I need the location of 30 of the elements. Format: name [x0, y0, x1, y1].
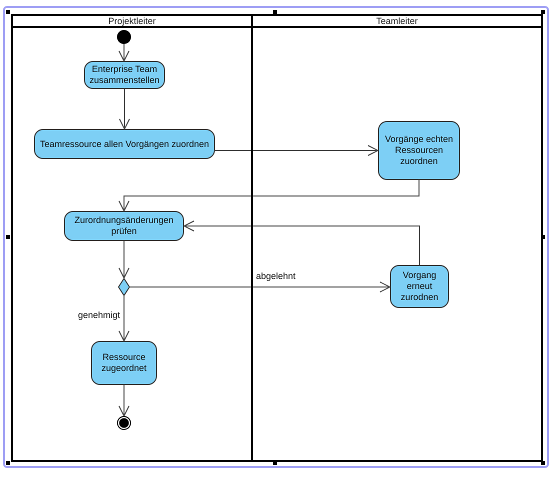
swimlane [11, 14, 253, 462]
arrow [118, 180, 420, 212]
arrow [118, 240, 130, 278]
action-label: Ressource zugeordnet [100, 352, 148, 374]
arrow [130, 282, 390, 292]
action-box [390, 265, 449, 308]
edge-label: abgelehnt [255, 271, 297, 282]
swimlane [253, 14, 543, 462]
lane-title: Teamleiter [376, 16, 418, 26]
arrow [118, 44, 130, 62]
action-box [64, 211, 184, 241]
arrow [118, 384, 130, 416]
edge-label: genehmigt [77, 310, 122, 321]
end-node-icon [117, 416, 131, 430]
arrow [119, 88, 130, 130]
action-label: Teamressource allen Vorgängen zuordnen [40, 138, 210, 150]
arrow [214, 145, 378, 156]
action-label: Vorgänge echten Ressourcen zuordnen [384, 134, 454, 167]
action-box [91, 341, 157, 385]
action-label: Vorgang erneut zurodnen [400, 270, 440, 303]
lane-title: Projektleiter [108, 16, 156, 26]
action-box [378, 121, 460, 180]
arrow [118, 296, 130, 342]
start-node-icon [117, 30, 131, 44]
action-box [84, 61, 165, 89]
action-label: Enterprise Team zusammenstellen [88, 64, 161, 86]
arrow [184, 220, 420, 266]
decision-diamond [118, 278, 130, 296]
action-box [34, 129, 215, 159]
action-label: Zurordnungsänderungen prüfen [73, 215, 175, 237]
